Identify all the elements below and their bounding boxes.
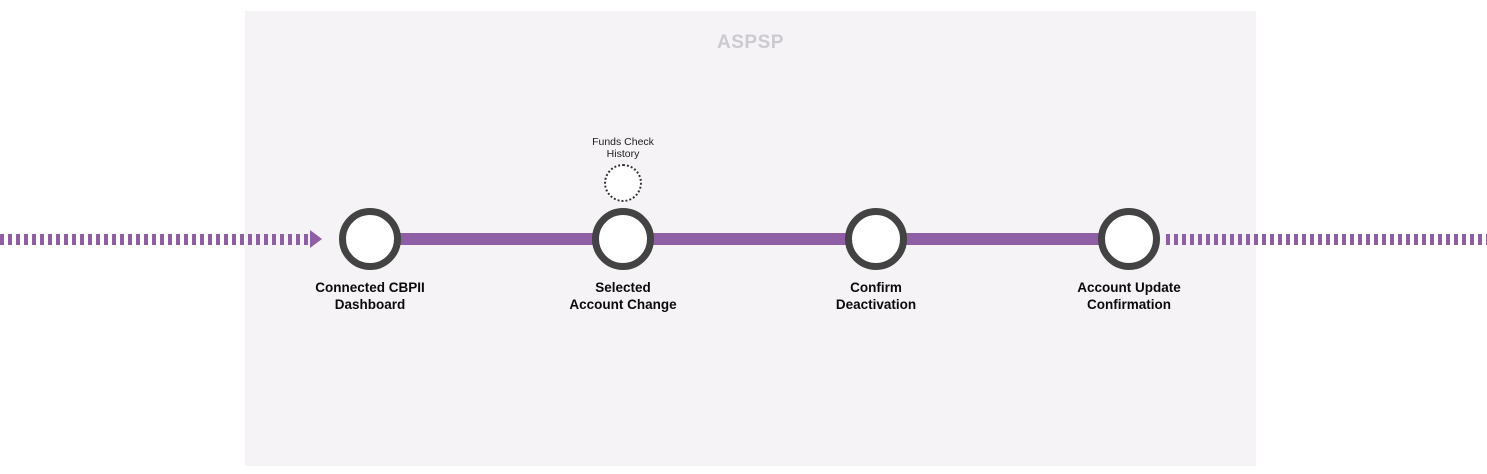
node-account-update-confirmation[interactable] (1098, 208, 1160, 270)
page-title: ASPSP (717, 32, 784, 53)
exit-flow-line (1166, 234, 1487, 245)
node-connected-cbpii-dashboard[interactable] (339, 208, 401, 270)
entry-flow-line (0, 234, 312, 245)
node-label-connected-cbpii-dashboard: Connected CBPII Dashboard (315, 280, 425, 312)
node-confirm-deactivation[interactable] (845, 208, 907, 270)
funds-check-history-node[interactable] (604, 164, 642, 202)
node-label-account-update-confirmation: Account Update Confirmation (1077, 280, 1181, 312)
flow-arrow-icon (310, 230, 322, 248)
node-label-confirm-deactivation: Confirm Deactivation (835, 280, 917, 312)
journey-track (369, 233, 1130, 245)
node-selected-account-change[interactable] (592, 208, 654, 270)
node-label-selected-account-change: Selected Account Change (569, 280, 677, 312)
funds-check-history-label: Funds Check History (592, 136, 654, 160)
